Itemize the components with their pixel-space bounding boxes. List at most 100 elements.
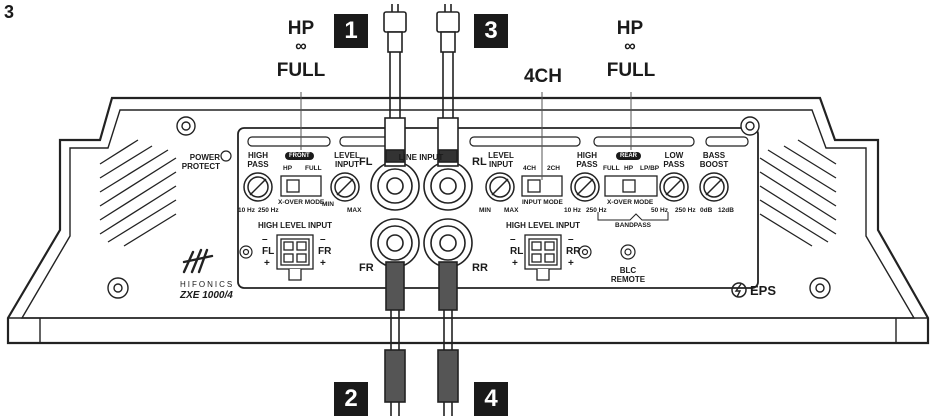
hl-rear-plus-2: + (568, 258, 574, 269)
foot-right (895, 318, 929, 344)
hl-front-minus-1: – (262, 234, 268, 245)
rear-high-level-input-label: HIGH LEVEL INPUT (505, 221, 581, 230)
eps-logo-icon (731, 282, 747, 298)
input-4ch-label: 4CH (523, 165, 537, 172)
side-vents-right (759, 139, 837, 247)
rear-xover-label: X-OVER MODE (607, 199, 654, 206)
knobs (243, 172, 729, 202)
rca-socket-rl (423, 161, 473, 211)
callout-left-top: HP (287, 18, 315, 39)
rca-socket-fr (370, 218, 420, 268)
power-protect-label: POWER PROTECT (181, 153, 220, 171)
rear-lpbp-label: LP/BP (640, 165, 660, 172)
blc-remote-jack (620, 244, 636, 260)
bandpass-label: BANDPASS (615, 222, 651, 229)
callout-4ch: 4CH (523, 66, 562, 87)
blc-remote-label: BLC REMOTE (610, 266, 646, 284)
rear-lowpass-label: LOW PASS (663, 151, 685, 169)
front-full-label: FULL (305, 165, 322, 172)
hl-rr-label: RR (566, 246, 581, 257)
fl-socket-label: FL (359, 156, 373, 168)
bandpass-bracket (597, 212, 669, 221)
hl-rear-minus-2: – (568, 234, 574, 245)
callout-right-top: HP (616, 18, 644, 39)
rca-cable-4 (437, 261, 459, 416)
front-max-label: MAX (347, 207, 362, 214)
hl-rl-label: RL (510, 246, 524, 257)
input-mode-label: INPUT MODE (522, 199, 563, 206)
rear-hp-250hz-label: 250 Hz (586, 207, 607, 214)
line-input-label: LINE INPUT (398, 153, 444, 162)
hl-fr-label: FR (318, 246, 332, 257)
bass-0db-label: 0dB (700, 207, 713, 214)
badge-3: 3 (474, 14, 508, 48)
eps-label: EPS (750, 283, 777, 298)
callout-right-symbol-icon: ∞ (624, 38, 636, 55)
front-pill: FRONT (285, 152, 314, 160)
rr-socket-label: RR (472, 262, 488, 274)
rear-min-label: MIN (479, 207, 491, 214)
foot-left (7, 318, 41, 344)
brand-logo-mark (182, 248, 214, 274)
amp-chassis (6, 96, 930, 345)
rear-highpass-label: HIGH PASS (576, 151, 598, 169)
front-xover-label: X-OVER MODE (278, 199, 325, 206)
knob-rear-highpass (570, 172, 600, 202)
callout-left-symbol-icon: ∞ (295, 38, 307, 55)
bass-12db-label: 12dB (718, 207, 734, 214)
panel-vents-top (247, 136, 749, 147)
switches (280, 175, 658, 197)
rl-socket-label: RL (472, 156, 487, 168)
rca-cable-2 (384, 261, 406, 416)
hl-fl-label: FL (262, 246, 275, 257)
rear-lp-50hz-label: 50 Hz (651, 207, 668, 214)
knob-front-level (330, 172, 360, 202)
figure-number: 3 (4, 2, 15, 22)
bass-boost-label: BASS BOOST (699, 151, 729, 169)
hl-front-minus-2: – (320, 234, 326, 245)
knob-rear-lowpass (659, 172, 689, 202)
front-level-label: LEVEL INPUT (334, 151, 360, 169)
knob-rear-level (485, 172, 515, 202)
rear-hp-10hz-label: 10 Hz (564, 207, 581, 214)
fr-socket-label: FR (359, 262, 374, 274)
badge-4: 4 (474, 382, 508, 416)
rca-socket-fl (370, 161, 420, 211)
rear-full-label: FULL (603, 165, 620, 172)
hl-rear-minus-1: – (510, 234, 516, 245)
model-name: ZXE 1000/4 (180, 290, 233, 301)
badge-1: 1 (334, 14, 368, 48)
callout-left-bottom: FULL (276, 60, 326, 81)
rca-cable-3 (436, 4, 460, 167)
front-hp-label: HP (283, 165, 293, 172)
hl-rear-plus-1: + (512, 258, 518, 269)
rear-pill: REAR (616, 152, 642, 160)
callout-right-bottom: FULL (606, 60, 656, 81)
rear-level-label: LEVEL INPUT (488, 151, 514, 169)
front-250hz-label: 250 Hz (258, 207, 279, 214)
amp-chassis-inner (20, 109, 916, 319)
rear-hp-label: HP (624, 165, 634, 172)
mounting-screws (107, 116, 831, 299)
knob-bass-boost (699, 172, 729, 202)
control-panel (237, 127, 759, 289)
rca-cable-1 (383, 4, 407, 167)
rear-lp-250hz-label: 250 Hz (675, 207, 696, 214)
knob-front-highpass (243, 172, 273, 202)
side-vents-left (99, 139, 177, 247)
high-level-connectors (276, 234, 562, 281)
power-protect-led (220, 150, 232, 162)
input-2ch-label: 2CH (547, 165, 561, 172)
rca-sockets (370, 161, 473, 268)
front-10hz-label: 10 Hz (238, 207, 255, 214)
brand-name: HIFONICS (180, 280, 235, 289)
hl-front-plus-2: + (320, 258, 326, 269)
front-highpass-label: HIGH PASS (247, 151, 269, 169)
leader-lines (300, 92, 632, 180)
rca-socket-rr (423, 218, 473, 268)
hl-front-plus-1: + (264, 258, 270, 269)
badge-2: 2 (334, 382, 368, 416)
rear-max-label: MAX (504, 207, 519, 214)
